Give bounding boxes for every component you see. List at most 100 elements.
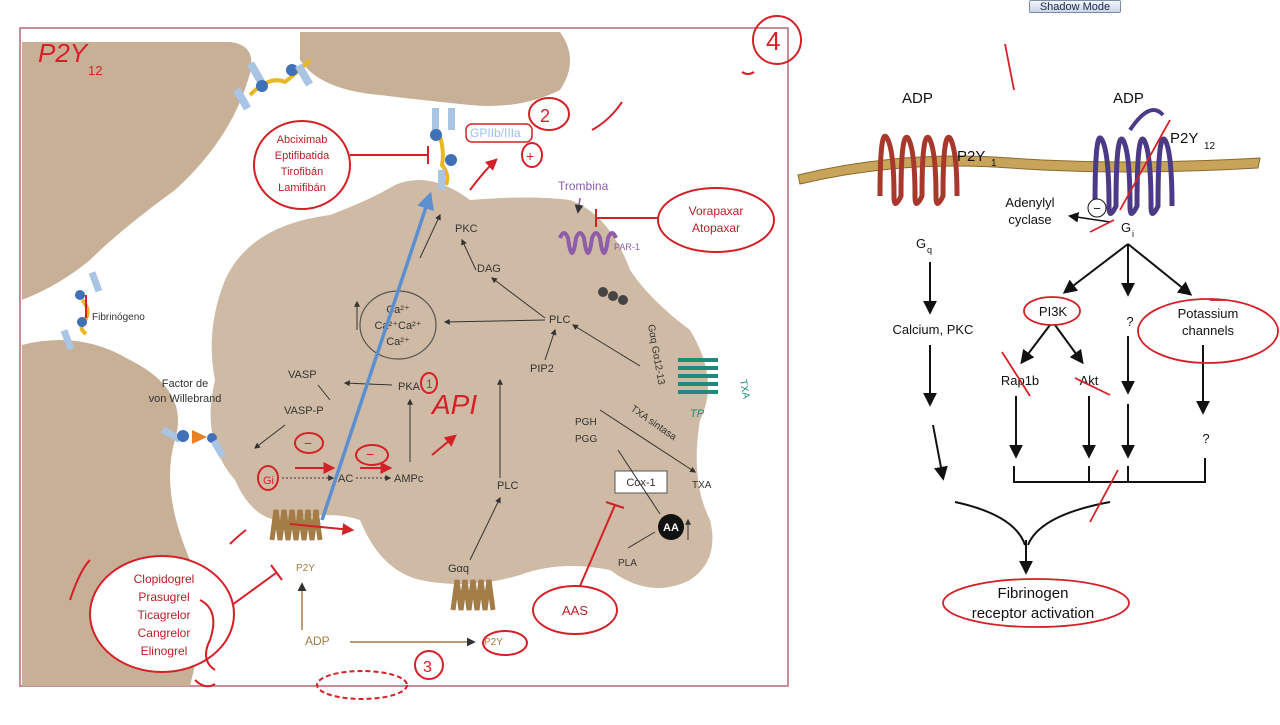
txa2-label: TXA bbox=[692, 480, 712, 491]
thrombin-label: Trombina bbox=[558, 179, 609, 193]
blue-annotation-arrow bbox=[320, 191, 434, 521]
tp-receptor bbox=[678, 358, 718, 394]
platelet-top bbox=[300, 32, 570, 106]
drug-ticagrelor: Ticagrelor bbox=[138, 608, 191, 622]
gpiib-highlight bbox=[465, 123, 533, 143]
calcium-3: Ca²⁺ bbox=[386, 336, 410, 348]
drug-abciximab: Abciximab bbox=[277, 134, 328, 146]
p2y12-right-sub: 12 bbox=[1204, 141, 1216, 152]
pla2-label: PLA bbox=[618, 558, 637, 569]
platelet-top-left bbox=[22, 42, 252, 300]
dag-label: DAG bbox=[477, 263, 501, 275]
p2y12-inhibitors-callout bbox=[89, 555, 235, 673]
drug-eptifibatida: Eptifibatida bbox=[275, 150, 330, 162]
gi-right-label: G bbox=[1121, 220, 1131, 235]
pip2-label: PIP2 bbox=[530, 363, 554, 375]
right-figure: ADP ADP P2Y 1 P2Y 12 Adenylyl cyclase − … bbox=[797, 43, 1279, 628]
ac-label: AC bbox=[338, 473, 353, 485]
par1-label: PAR-1 bbox=[614, 242, 640, 252]
potassium-label: Potassium bbox=[1178, 306, 1239, 321]
par1-inhibitors-callout bbox=[657, 187, 775, 253]
annotation-3: 3 bbox=[423, 659, 432, 676]
title-p2y-sub: 12 bbox=[88, 63, 102, 78]
drug-lamifiban: Lamifibán bbox=[278, 182, 326, 194]
cox1-box bbox=[614, 470, 668, 494]
plc2-label: PLC bbox=[497, 480, 518, 492]
p2y1-receptor-right bbox=[877, 133, 960, 206]
drug-prasugrel: Prasugrel bbox=[138, 590, 189, 604]
vwf-label-2: von Willebrand bbox=[149, 393, 222, 405]
vwf-label-1: Factor de bbox=[162, 378, 208, 390]
main-platelet bbox=[210, 180, 713, 588]
gpiib-receptor bbox=[430, 108, 457, 190]
p2y1-right-label: P2Y bbox=[957, 148, 985, 165]
vwf-receptor bbox=[160, 426, 226, 459]
p2y12-receptor bbox=[269, 509, 323, 541]
gq-sub: q bbox=[927, 245, 932, 255]
vasp-label: VASP bbox=[288, 369, 317, 381]
drug-clopidogrel: Clopidogrel bbox=[134, 572, 195, 586]
annotation-minus-1: − bbox=[304, 435, 312, 451]
fibrinogen-right-label: Fibrinogen bbox=[998, 585, 1069, 602]
p2y1-label: P2Y bbox=[484, 637, 503, 648]
cell-membrane bbox=[797, 155, 1261, 185]
adenylyl-label: Adenylyl bbox=[1005, 195, 1054, 210]
pgg2-label: PGG bbox=[575, 434, 597, 445]
annotation-minus-2: − bbox=[366, 446, 374, 462]
txa2-receptor-label: TXA bbox=[737, 379, 751, 400]
pi3k-label: PI3K bbox=[1039, 304, 1068, 319]
gpiib-label: GPIIb/IIIa bbox=[470, 126, 521, 140]
drug-tirofiban: Tirofibán bbox=[281, 166, 323, 178]
annotation-2: 2 bbox=[540, 106, 550, 126]
annotation-1: 1 bbox=[426, 377, 433, 391]
right-pathway-arrows bbox=[923, 243, 1210, 575]
question2-label: ? bbox=[1202, 431, 1209, 446]
fibrinogen-label: Fibrinógeno bbox=[92, 312, 145, 323]
p2y12-right-label: P2Y bbox=[1170, 130, 1198, 147]
gpiib-receptor-top bbox=[233, 58, 313, 111]
drug-atopaxar: Atopaxar bbox=[692, 221, 740, 235]
p2y12-label: P2Y bbox=[296, 563, 315, 574]
gaq-label: Gαq bbox=[448, 563, 469, 575]
drug-vorapaxar: Vorapaxar bbox=[689, 204, 744, 218]
calcium-pkc-label: Calcium, PKC bbox=[893, 322, 974, 337]
annotation-4: 4 bbox=[766, 26, 780, 56]
channels-label: channels bbox=[1182, 323, 1235, 338]
pkc-label: PKC bbox=[455, 223, 478, 235]
pka-label: PKA bbox=[398, 381, 421, 393]
tp-label: TP bbox=[690, 408, 705, 420]
adp-left-label: ADP bbox=[902, 90, 933, 107]
p2y12-receptor-right bbox=[1092, 108, 1175, 216]
inhibition-minus: − bbox=[1093, 201, 1101, 216]
shadow-mode-button[interactable]: Shadow Mode bbox=[1029, 0, 1121, 13]
fibrinogen-bridge bbox=[60, 271, 103, 351]
gp-inhibitors-callout bbox=[253, 120, 351, 210]
aas-callout bbox=[532, 585, 618, 635]
drug-aas: AAS bbox=[562, 603, 588, 618]
aa-label: AA bbox=[663, 522, 679, 534]
drug-cangrelor: Cangrelor bbox=[138, 626, 191, 640]
cyclase-label: cyclase bbox=[1008, 212, 1051, 227]
right-red-annotations bbox=[942, 43, 1279, 628]
plc-label: PLC bbox=[549, 314, 570, 326]
api-annotation: API bbox=[430, 389, 477, 420]
vasp-p-label: VASP-P bbox=[284, 405, 324, 417]
p2y1-receptor bbox=[450, 579, 496, 611]
question-label: ? bbox=[1126, 314, 1133, 329]
title-p2y: P2Y bbox=[38, 38, 89, 68]
aa-node bbox=[658, 514, 684, 540]
gi-right-sub: i bbox=[1132, 229, 1134, 239]
gi-label: Gi bbox=[263, 475, 274, 487]
adp-label: ADP bbox=[305, 634, 330, 648]
red-annotations bbox=[69, 15, 802, 700]
cox1-label: Cox-1 bbox=[626, 477, 655, 489]
p2y1-right-sub: 1 bbox=[991, 158, 997, 169]
akt-label: Akt bbox=[1080, 373, 1099, 388]
left-figure: P2Y 12 GPIIb/IIIa bbox=[19, 15, 802, 700]
ampc-label: AMPc bbox=[394, 473, 424, 485]
gq-label: G bbox=[916, 236, 926, 251]
par1-receptor bbox=[558, 231, 618, 255]
annotation-plus: + bbox=[526, 148, 534, 164]
